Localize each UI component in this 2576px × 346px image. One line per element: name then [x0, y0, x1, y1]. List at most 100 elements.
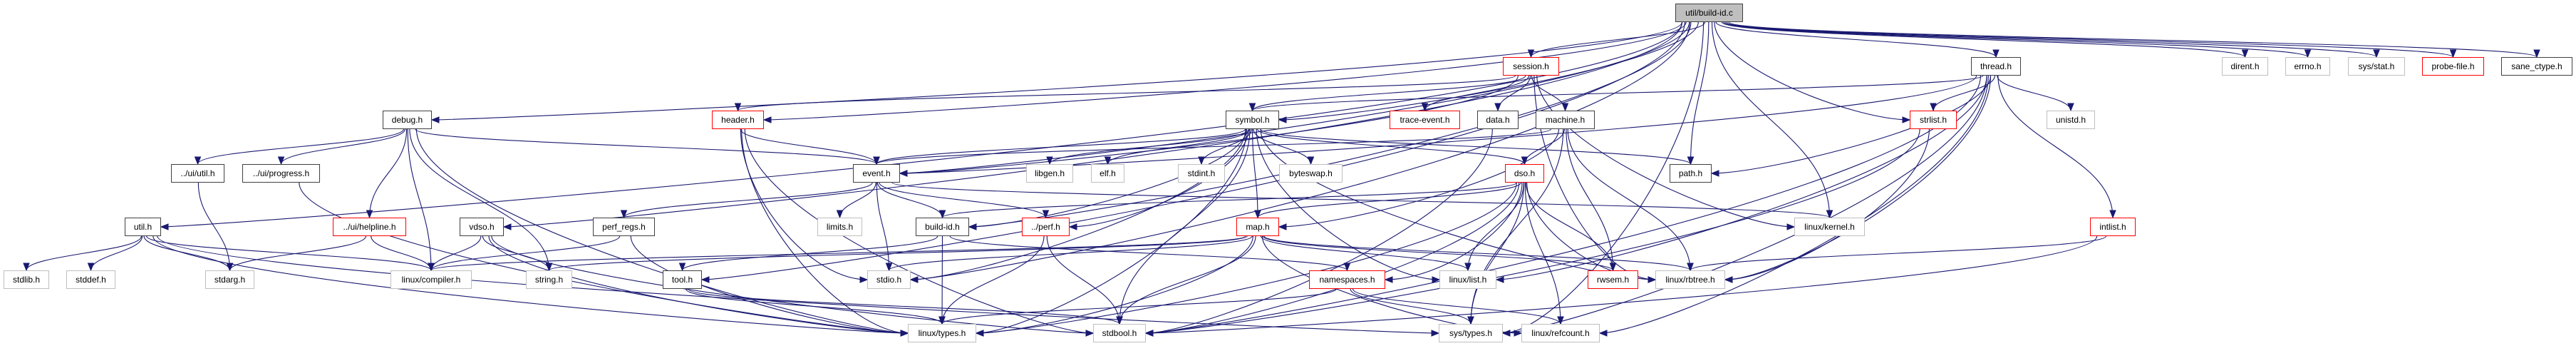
include-node-probe-file-h[interactable]: probe-file.h [2422, 57, 2484, 76]
arrowhead-icon [762, 116, 772, 123]
arrowhead-icon [938, 316, 946, 325]
include-node-stdlib-h: stdlib.h [4, 270, 49, 289]
arrowhead-icon [545, 263, 553, 272]
include-node-rwsem-h[interactable]: rwsem.h [1588, 270, 1638, 289]
arrowhead-icon [430, 116, 440, 123]
node-label: strlist.h [1919, 115, 1947, 125]
include-node-symbol-h[interactable]: symbol.h [1226, 111, 1279, 129]
edge-strlist_h-to-linux_rbtree_h [1724, 128, 1930, 280]
arrowhead-icon [1501, 330, 1511, 337]
arrowhead-icon [277, 156, 285, 166]
node-label: linux/types.h [918, 328, 966, 338]
arrowhead-icon [1494, 103, 1501, 112]
node-label: vdso.h [469, 222, 495, 232]
include-node-intlist-h[interactable]: intlist.h [2090, 218, 2136, 236]
edge-namespaces_h-to-linux_refcount_h [1352, 288, 1561, 325]
edge-root-to-strlist_h [1714, 21, 1910, 121]
arrowhead-icon [2449, 49, 2457, 58]
include-node-thread-h[interactable]: thread.h [1971, 57, 2021, 76]
arrowhead-icon [366, 210, 373, 219]
edge-ui_helpline_h-to-linux_compiler_h [371, 235, 432, 271]
edge-util_h-to-sys_types_h [157, 235, 1439, 334]
edge-root-to-debug_h [431, 21, 1683, 121]
edge-dso_h-to-stdbool_h [1145, 182, 1520, 334]
node-label: perf_regs.h [602, 222, 646, 232]
node-label: libgen.h [1034, 168, 1065, 178]
edge-map_h-to-stdio_h [888, 235, 1253, 271]
edge-util_h-to-stdlib_h [26, 235, 142, 271]
edge-intlist_h-to-linux_rbtree_h [1690, 235, 2107, 271]
edge-header_h-to-stdio_h [740, 128, 868, 280]
arrowhead-icon [899, 170, 908, 177]
include-node-sane-ctype-h[interactable]: sane_ctype.h [2501, 57, 2572, 76]
node-label: namespaces.h [1319, 275, 1375, 285]
node-label: errno.h [2294, 61, 2322, 71]
edge-strlist_h-to-stdbool_h [1145, 128, 1920, 334]
edge-map_h-to-linux_compiler_h [430, 235, 1246, 271]
include-node-stddef-h: stddef.h [66, 270, 115, 289]
include-node-strlist-h[interactable]: strlist.h [1910, 111, 1957, 129]
include-node-path-h[interactable]: path.h [1670, 164, 1712, 183]
node-label: path.h [1678, 168, 1703, 178]
include-node-machine-h[interactable]: machine.h [1536, 111, 1595, 129]
node-label: probe-file.h [2431, 61, 2475, 71]
include-node-data-h[interactable]: data.h [1477, 111, 1519, 129]
edge-thread_h-to-symbol_h [1251, 75, 1984, 111]
node-label: ../ui/helpline.h [343, 222, 396, 232]
include-node-sys-stat-h: sys/stat.h [2348, 57, 2405, 76]
arrowhead-icon [1042, 210, 1050, 219]
edge-root-to-probe_file_h [1726, 21, 2454, 58]
arrowhead-icon [1527, 49, 1535, 58]
arrowhead-icon [2241, 49, 2249, 58]
include-node-event-h[interactable]: event.h [853, 164, 900, 183]
include-node-ui-util-h[interactable]: ../ui/util.h [171, 164, 224, 183]
arrowhead-icon [1992, 49, 2000, 58]
include-node-trace-event-h[interactable]: trace-event.h [1390, 111, 1460, 129]
arrowhead-icon [226, 263, 234, 272]
include-node-build-id-h[interactable]: build-id.h [916, 218, 969, 236]
edge-perf_h-to-linux_types_h [941, 235, 1045, 325]
edge-event_h-to-limits_h [839, 182, 876, 218]
edge-root-to-sane_ctype_h [1728, 21, 2538, 58]
include-node-ui-progress-h[interactable]: ../ui/progress.h [242, 164, 320, 183]
edge-symbol_h-to-linux_types_h [976, 128, 1247, 334]
include-node-debug-h[interactable]: debug.h [383, 111, 432, 129]
include-node-session-h[interactable]: session.h [1503, 57, 1559, 76]
include-node-dso-h[interactable]: dso.h [1505, 164, 1544, 183]
edge-session_h-to-trace_event_h [1424, 75, 1530, 111]
arrowhead-icon [975, 330, 984, 337]
arrowhead-icon [1254, 210, 1261, 219]
edge-machine_h-to-sys_types_h [1470, 128, 1564, 325]
node-label: limits.h [826, 222, 854, 232]
arrowhead-icon [1521, 156, 1528, 166]
edge-header_h-to-stdbool_h [744, 128, 1094, 334]
include-node-tool-h[interactable]: tool.h [663, 270, 702, 289]
include-node-vdso-h[interactable]: vdso.h [460, 218, 504, 236]
edge-namespaces_h-to-linux_types_h [941, 288, 1337, 325]
include-node-perf-regs-h[interactable]: perf_regs.h [593, 218, 655, 236]
include-node-header-h[interactable]: header.h [712, 111, 764, 129]
edge-symbol_h-to-event_h [876, 128, 1246, 165]
arrowhead-icon [1687, 263, 1694, 272]
include-node-util-h[interactable]: util.h [125, 218, 161, 236]
include-node-map-h[interactable]: map.h [1236, 218, 1279, 236]
include-node-stdint-h: stdint.h [1178, 164, 1225, 183]
edge-debug_h-to-linux_types_h [415, 128, 909, 334]
include-node-ui-helpline-h[interactable]: ../ui/helpline.h [333, 218, 406, 236]
arrowhead-icon [938, 210, 946, 219]
arrowhead-icon [87, 263, 95, 272]
edge-machine_h-to-map_h [1278, 128, 1560, 228]
include-node-perf-h[interactable]: ../perf.h [1022, 218, 1070, 236]
edge-dso_h-to-rwsem_h [1525, 182, 1614, 271]
edge-build_id_h-to-namespaces_h [949, 235, 1348, 271]
node-label: event.h [862, 168, 891, 178]
arrowhead-icon [700, 276, 710, 283]
arrowhead-icon [2373, 49, 2380, 58]
node-label: stdint.h [1187, 168, 1216, 178]
include-node-namespaces-h[interactable]: namespaces.h [1309, 270, 1385, 289]
edge-debug_h-to-ui_util_h [197, 128, 404, 165]
arrowhead-icon [1598, 330, 1608, 337]
arrowhead-icon [1786, 223, 1796, 230]
arrowhead-icon [678, 263, 686, 272]
include-node-unistd-h: unistd.h [2047, 111, 2095, 129]
